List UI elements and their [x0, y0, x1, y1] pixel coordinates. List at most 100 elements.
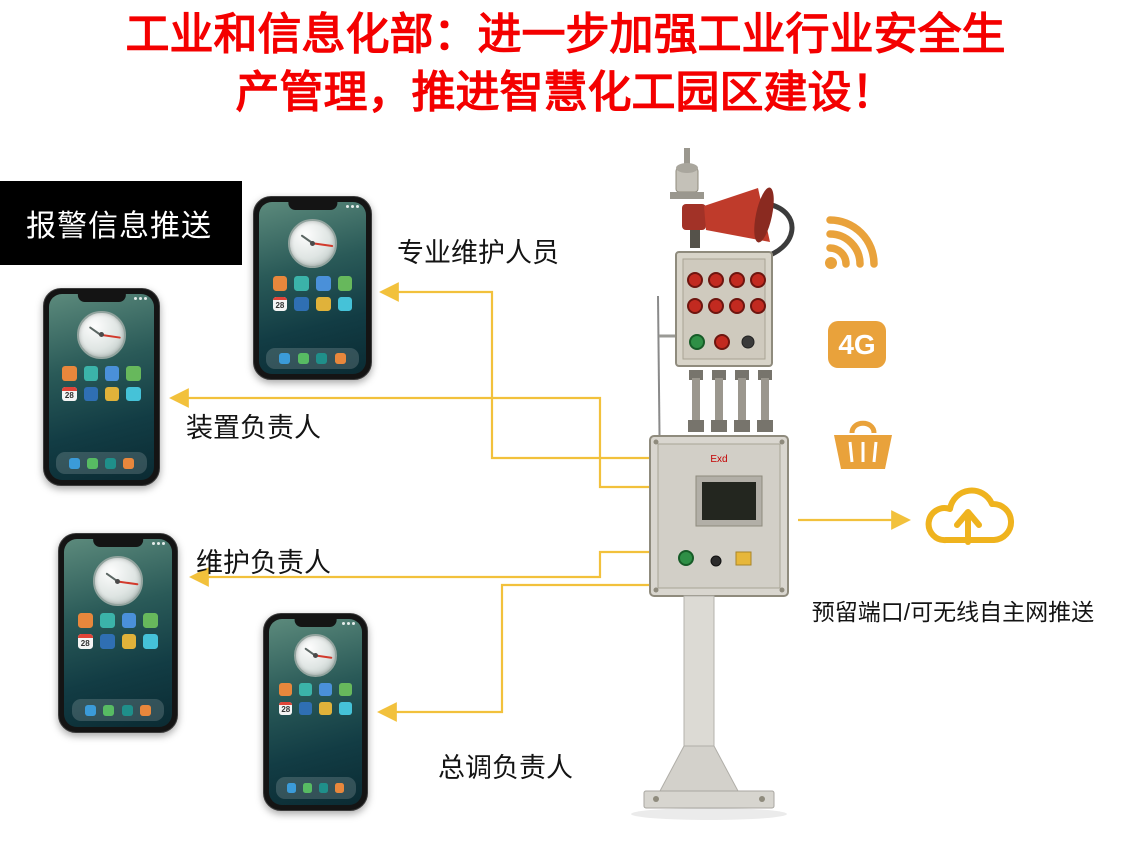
headline-line1: 工业和信息化部：进一步加强工业行业安全生 — [125, 10, 1006, 59]
phone-2: 28 — [43, 288, 160, 486]
calendar-red-strip — [62, 386, 77, 391]
alarm-station: Exd — [631, 148, 795, 820]
connector-to-phone-3 — [189, 550, 652, 587]
app-icon — [83, 366, 98, 381]
display-window — [702, 482, 756, 520]
app-grid: 28 — [49, 364, 154, 403]
app-icon — [126, 366, 141, 381]
green-button — [678, 550, 694, 566]
dock-app-icon — [103, 704, 115, 716]
app-icon — [299, 683, 312, 696]
app-icon — [143, 613, 159, 629]
app-icon — [319, 683, 332, 696]
cable-glands — [688, 370, 773, 432]
app-grid: 28 — [259, 274, 366, 314]
headline: 工业和信息化部：进一步加强工业行业安全生 产管理，推进智慧化工园区建设！ — [0, 6, 1131, 122]
app-icon — [294, 296, 309, 312]
app-icon — [143, 634, 159, 650]
status-dot — [342, 622, 345, 625]
alarm-buttons — [687, 272, 766, 314]
black-button — [710, 555, 722, 567]
clock-second-hand — [312, 242, 333, 248]
connector-to-phone-4 — [377, 583, 652, 722]
dock-bar — [56, 452, 147, 475]
status-dot — [352, 622, 355, 625]
app-icon — [294, 275, 309, 291]
status-dot — [356, 205, 359, 208]
basket-icon — [830, 415, 896, 478]
app-icon — [105, 366, 120, 381]
dock-app-icon — [84, 704, 96, 716]
status-dot — [152, 542, 155, 545]
phone-1: 28 — [253, 196, 372, 380]
4g-label: 4G — [838, 328, 876, 360]
app-icon — [62, 366, 77, 381]
phone-screen: 28 — [49, 294, 154, 480]
beacon-light — [670, 148, 704, 199]
app-icon — [319, 701, 332, 715]
status-icons — [134, 297, 147, 300]
phone-screen: 28 — [259, 202, 366, 374]
calendar-red-strip — [279, 701, 293, 706]
app-icon — [99, 634, 115, 650]
app-grid: 28 — [64, 611, 172, 651]
recipient-label-3: 维护负责人 — [196, 548, 331, 578]
app-icon — [316, 275, 331, 291]
clock-center-dot — [98, 332, 104, 338]
calendar-app-icon: 28 — [279, 701, 293, 715]
yellow-switch — [735, 551, 752, 566]
app-icon — [272, 275, 288, 291]
app-icon — [121, 613, 137, 629]
alarm-push-banner: 报警信息推送 — [0, 181, 242, 265]
4g-icon: 4G — [828, 321, 886, 368]
ex-marking: Exd — [710, 454, 727, 465]
headline-line2: 产管理，推进智慧化工园区建设！ — [235, 68, 896, 118]
calendar-day: 28 — [80, 639, 90, 649]
clock-second-hand — [117, 580, 139, 585]
clock-center-dot — [115, 578, 121, 584]
cloud-upload-icon — [918, 474, 1018, 563]
status-dot — [157, 542, 160, 545]
status-dot — [134, 297, 137, 300]
clock-second-hand — [101, 333, 122, 339]
green-indicator — [689, 334, 705, 350]
status-icons — [342, 622, 355, 625]
app-icon — [121, 634, 137, 650]
banner-label: 报警信息推送 — [26, 210, 212, 243]
dock-app-icon — [302, 783, 313, 794]
dock-app-icon — [69, 457, 80, 469]
status-dot — [162, 542, 165, 545]
app-icon — [299, 701, 312, 715]
recipient-label-4: 总调负责人 — [438, 753, 573, 783]
base — [631, 745, 787, 820]
calendar-app-icon: 28 — [77, 634, 93, 650]
dock-app-icon — [286, 783, 297, 794]
app-icon — [279, 683, 293, 696]
clock-widget — [287, 219, 338, 269]
app-icon — [316, 296, 331, 312]
calendar-app-icon: 28 — [272, 296, 288, 312]
app-icon — [99, 613, 115, 629]
phone-4: 28 — [263, 613, 368, 811]
app-icon — [337, 275, 353, 291]
dock-app-icon — [279, 353, 291, 365]
phone-notch — [93, 539, 143, 547]
phone-notch — [287, 202, 338, 210]
control-box — [675, 251, 773, 367]
clock-widget — [77, 310, 126, 360]
ports-caption: 预留端口/可无线自主网推送 — [811, 599, 1095, 625]
pole — [683, 595, 715, 762]
app-icon — [105, 386, 120, 402]
calendar-day: 28 — [64, 391, 74, 401]
dock-app-icon — [87, 457, 98, 469]
dock-app-icon — [318, 783, 329, 794]
app-icon — [126, 386, 141, 402]
status-dot — [351, 205, 354, 208]
app-icon — [77, 613, 93, 629]
red-indicator — [714, 334, 730, 350]
phone-notch — [294, 619, 337, 627]
status-dot — [144, 297, 147, 300]
status-dot — [139, 297, 142, 300]
calendar-app-icon: 28 — [62, 386, 77, 402]
